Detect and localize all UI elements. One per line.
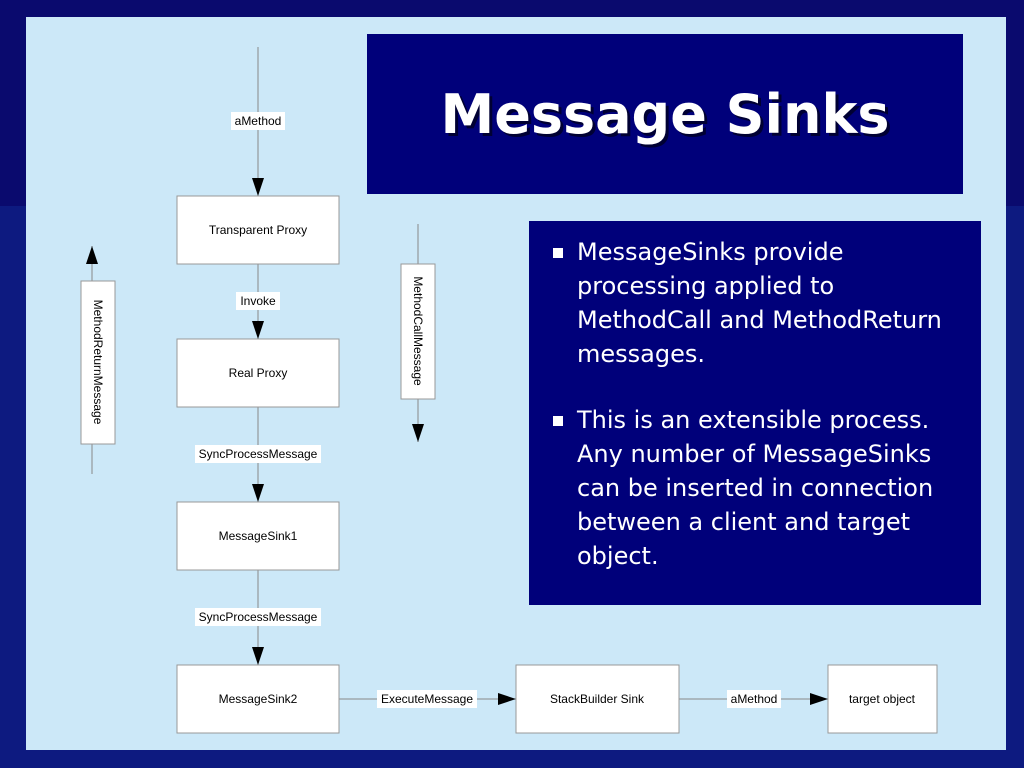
arrow-head-icon xyxy=(252,647,264,665)
slide-title: Message Sinks xyxy=(440,82,890,146)
arrow-head-icon xyxy=(252,321,264,339)
square-bullet-icon xyxy=(539,235,577,371)
node-message-sink1: MessageSink1 xyxy=(176,501,340,571)
node-label: target object xyxy=(849,692,916,706)
svg-text:aMethod: aMethod xyxy=(731,692,778,706)
square-bullet-icon xyxy=(539,403,577,573)
arrow-head-icon xyxy=(252,178,264,196)
node-method-call-message: MethodCallMessage xyxy=(400,263,436,400)
edge-label-invoke: Invoke xyxy=(236,292,280,310)
edge-label-amethod-out: aMethod xyxy=(727,690,781,708)
edge-label-sync-2: SyncProcessMessage xyxy=(195,608,321,626)
node-label: MessageSink1 xyxy=(219,529,298,543)
title-box: Message Sinks xyxy=(367,34,963,194)
bullet-item: This is an extensible process. Any numbe… xyxy=(539,403,963,573)
node-label: MessageSink2 xyxy=(219,692,298,706)
down-arrow-icon xyxy=(412,424,424,442)
node-label: MethodReturnMessage xyxy=(91,300,105,425)
bullet-text: This is an extensible process. Any numbe… xyxy=(577,406,934,570)
svg-text:ExecuteMessage: ExecuteMessage xyxy=(381,692,473,706)
edge-label-sync-1: SyncProcessMessage xyxy=(195,445,321,463)
svg-text:SyncProcessMessage: SyncProcessMessage xyxy=(199,447,318,461)
bullet-text: MessageSinks provide processing applied … xyxy=(577,238,942,368)
svg-text:aMethod: aMethod xyxy=(235,114,282,128)
svg-text:SyncProcessMessage: SyncProcessMessage xyxy=(199,610,318,624)
node-stackbuilder-sink: StackBuilder Sink xyxy=(515,664,680,734)
node-target-object: target object xyxy=(827,664,938,734)
node-transparent-proxy: Transparent Proxy xyxy=(176,195,340,265)
edge-label-amethod-in: aMethod xyxy=(231,112,285,130)
arrow-head-icon xyxy=(498,693,516,705)
node-method-return-message: MethodReturnMessage xyxy=(80,280,116,445)
node-label: Transparent Proxy xyxy=(209,223,307,237)
bullet-item: MessageSinks provide processing applied … xyxy=(539,235,963,371)
bullet-text-box: MessageSinks provide processing applied … xyxy=(529,221,981,605)
edge-label-execute-message: ExecuteMessage xyxy=(377,690,477,708)
arrow-head-icon xyxy=(810,693,828,705)
node-message-sink2: MessageSink2 xyxy=(176,664,340,734)
svg-text:Invoke: Invoke xyxy=(240,294,276,308)
node-label: Real Proxy xyxy=(229,366,288,380)
arrow-head-icon xyxy=(252,484,264,502)
node-real-proxy: Real Proxy xyxy=(176,338,340,408)
up-arrow-icon xyxy=(86,246,98,264)
node-label: StackBuilder Sink xyxy=(550,692,645,706)
node-label: MethodCallMessage xyxy=(411,276,425,386)
